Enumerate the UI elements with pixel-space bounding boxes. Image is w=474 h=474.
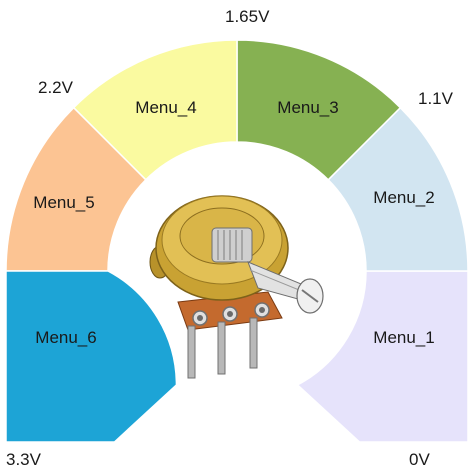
menu-segment-label-menu_5: Menu_5 [33, 193, 94, 212]
menu-segments [5, 39, 469, 443]
voltage-label-1-1v: 1.1V [418, 89, 454, 108]
voltage-label-0v: 0V [409, 450, 430, 469]
voltage-label-2-2v: 2.2V [38, 78, 74, 97]
menu-segment-label-menu_6: Menu_6 [35, 328, 96, 347]
menu-segment-label-menu_2: Menu_2 [373, 188, 434, 207]
menu-segment-label-menu_4: Menu_4 [135, 98, 196, 117]
menu-segment-menu_1 [296, 270, 469, 443]
menu-segment-label-menu_3: Menu_3 [277, 98, 338, 117]
menu-segment-label-menu_1: Menu_1 [373, 328, 434, 347]
voltage-label-1-65v: 1.65V [225, 7, 270, 26]
voltage-label-3-3v: 3.3V [6, 450, 42, 469]
potentiometer-icon [149, 195, 324, 379]
menu-segment-menu_6 [5, 270, 178, 443]
